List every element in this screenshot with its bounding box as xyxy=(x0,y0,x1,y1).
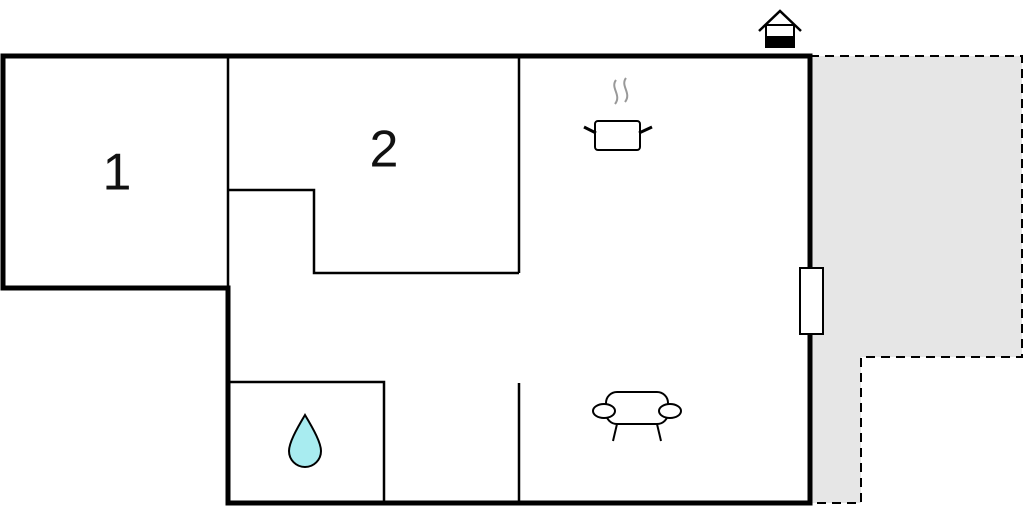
terrace-area xyxy=(810,56,1022,503)
room-label-1: 1 xyxy=(103,144,132,202)
terrace-dashed-border xyxy=(810,55,1023,504)
outer-wall xyxy=(0,53,813,506)
interior-walls xyxy=(226,56,521,503)
terrace-door xyxy=(799,267,824,335)
house-entrance-icon xyxy=(758,9,802,48)
water-drop-icon xyxy=(287,413,323,468)
sofa-icon xyxy=(592,391,682,442)
cooking-pot-icon xyxy=(583,77,653,151)
room-label-2: 2 xyxy=(370,121,399,179)
